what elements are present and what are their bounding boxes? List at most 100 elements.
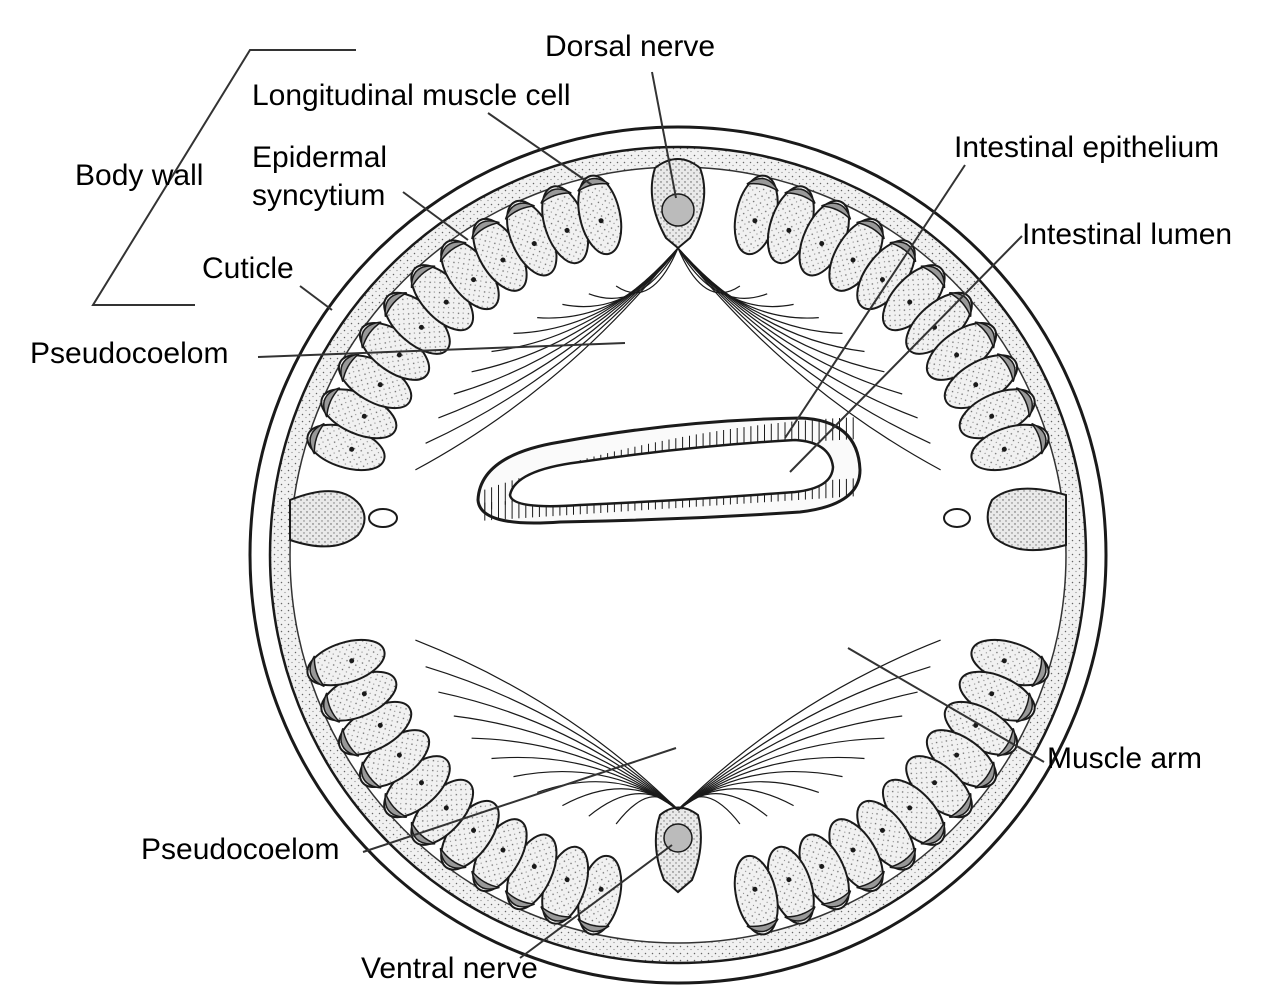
contractile-region bbox=[920, 265, 946, 289]
left-excretory-canal bbox=[368, 508, 398, 528]
right-excretory-canal bbox=[943, 508, 971, 528]
muscle-nucleus bbox=[850, 847, 856, 853]
contractile-region bbox=[948, 793, 972, 818]
contractile-region bbox=[410, 265, 436, 289]
muscle-nucleus bbox=[564, 877, 570, 883]
contractile-region bbox=[920, 821, 946, 845]
muscle-arm-fiber bbox=[677, 247, 931, 444]
contractile-region bbox=[856, 220, 885, 240]
muscle-nucleus bbox=[471, 827, 477, 833]
contractile-region bbox=[360, 761, 382, 789]
muscle-nucleus bbox=[850, 257, 856, 263]
leader-intestinal-epithelium bbox=[784, 164, 966, 439]
muscle-arm-fiber bbox=[425, 666, 679, 811]
muscle-nucleus bbox=[418, 780, 424, 786]
muscle-arm-fiber bbox=[677, 247, 903, 395]
muscle-nucleus bbox=[989, 691, 995, 697]
label-intestinal-lumen: Intestinal lumen bbox=[1022, 218, 1233, 251]
contractile-region bbox=[471, 220, 500, 240]
muscle-arm-fiber bbox=[677, 793, 768, 817]
muscle-arm-fiber bbox=[677, 247, 941, 471]
muscle-nucleus bbox=[989, 413, 995, 419]
right-lateral-cord bbox=[986, 487, 1067, 552]
contractile-region bbox=[504, 202, 535, 220]
muscle-nucleus bbox=[879, 827, 885, 833]
contractile-region bbox=[1015, 387, 1033, 418]
contractile-region bbox=[746, 918, 779, 933]
contractile-region bbox=[821, 890, 852, 908]
muscle-nucleus bbox=[531, 241, 537, 247]
muscle-nucleus bbox=[973, 382, 979, 388]
muscle-nucleus bbox=[443, 805, 449, 811]
contractile-region bbox=[384, 292, 408, 317]
muscle-arm-fiber bbox=[453, 715, 679, 811]
contractile-region bbox=[856, 870, 885, 890]
muscle-nucleus bbox=[954, 752, 960, 758]
muscle-arm-fiber bbox=[491, 756, 679, 811]
contractile-region bbox=[784, 188, 816, 205]
muscle-nucleus bbox=[879, 277, 885, 283]
contractile-region bbox=[996, 353, 1016, 382]
contractile-region bbox=[540, 188, 572, 205]
muscle-nucleus bbox=[907, 805, 913, 811]
muscle-nucleus bbox=[907, 299, 913, 305]
muscle-nucleus bbox=[377, 722, 383, 728]
muscle-cell bbox=[733, 174, 779, 256]
contractile-region bbox=[410, 821, 436, 845]
muscle-nucleus bbox=[1001, 446, 1007, 452]
label-cuticle: Cuticle bbox=[202, 252, 294, 285]
muscle-nucleus bbox=[598, 886, 604, 892]
contractile-region bbox=[821, 202, 852, 220]
muscle-cell bbox=[733, 854, 779, 936]
muscle-nucleus bbox=[471, 277, 477, 283]
muscle-arm-fiber bbox=[677, 788, 794, 811]
leader-lines bbox=[257, 71, 1045, 959]
muscle-arm-fiber bbox=[415, 247, 679, 471]
muscle-nucleus bbox=[786, 877, 792, 883]
muscle-arm-fiber bbox=[677, 796, 741, 825]
muscle-arms bbox=[415, 247, 941, 825]
contractile-region bbox=[471, 870, 500, 890]
leader-pseudocoelom-upper bbox=[257, 342, 626, 358]
intestinal-lumen bbox=[508, 438, 835, 508]
muscle-nucleus bbox=[752, 218, 758, 224]
contractile-region bbox=[309, 655, 325, 688]
contractile-region bbox=[974, 761, 996, 789]
label-pseudocoelom-upper: Pseudocoelom bbox=[30, 337, 229, 370]
label-epidermal-line1: Epidermal bbox=[252, 141, 388, 174]
muscle-nucleus bbox=[361, 691, 367, 697]
muscle-arm-fiber bbox=[677, 691, 918, 811]
contractile-region bbox=[323, 387, 341, 418]
contractile-region bbox=[384, 793, 408, 818]
muscle-nucleus bbox=[396, 352, 402, 358]
muscle-nucleus bbox=[564, 227, 570, 233]
muscle-nucleus bbox=[361, 413, 367, 419]
label-muscle-arm: Muscle arm bbox=[1047, 742, 1203, 775]
contractile-region bbox=[889, 241, 917, 263]
contractile-region bbox=[784, 905, 816, 922]
muscle-nucleus bbox=[932, 780, 938, 786]
leader-dorsal-nerve bbox=[651, 71, 677, 199]
muscle-cell bbox=[766, 845, 816, 925]
muscle-arm-fiber bbox=[471, 737, 679, 811]
muscle-nucleus bbox=[443, 299, 449, 305]
muscle-cell bbox=[306, 638, 386, 688]
label-epidermal-line2: syncytium bbox=[252, 179, 386, 212]
contractile-region bbox=[540, 905, 572, 922]
contractile-region bbox=[360, 321, 382, 349]
contractile-region bbox=[1031, 655, 1047, 688]
muscle-nucleus bbox=[752, 886, 758, 892]
label-ventral-nerve: Ventral nerve bbox=[361, 952, 538, 985]
muscle-arm-fiber bbox=[677, 247, 918, 419]
contractile-region bbox=[439, 847, 467, 869]
label-longitudinal-muscle-cell: Longitudinal muscle cell bbox=[252, 79, 571, 112]
contractile-region bbox=[340, 728, 360, 757]
leader-ventral-nerve bbox=[519, 844, 673, 959]
body-wall-bracket bbox=[91, 49, 356, 306]
contractile-region bbox=[577, 918, 610, 933]
leader-longitudinal-muscle bbox=[487, 112, 593, 186]
muscle-arm-fiber bbox=[677, 247, 741, 294]
contractile-region bbox=[889, 847, 917, 869]
muscle-nucleus bbox=[819, 863, 825, 869]
dorsal-nerve-bundle bbox=[661, 193, 695, 227]
